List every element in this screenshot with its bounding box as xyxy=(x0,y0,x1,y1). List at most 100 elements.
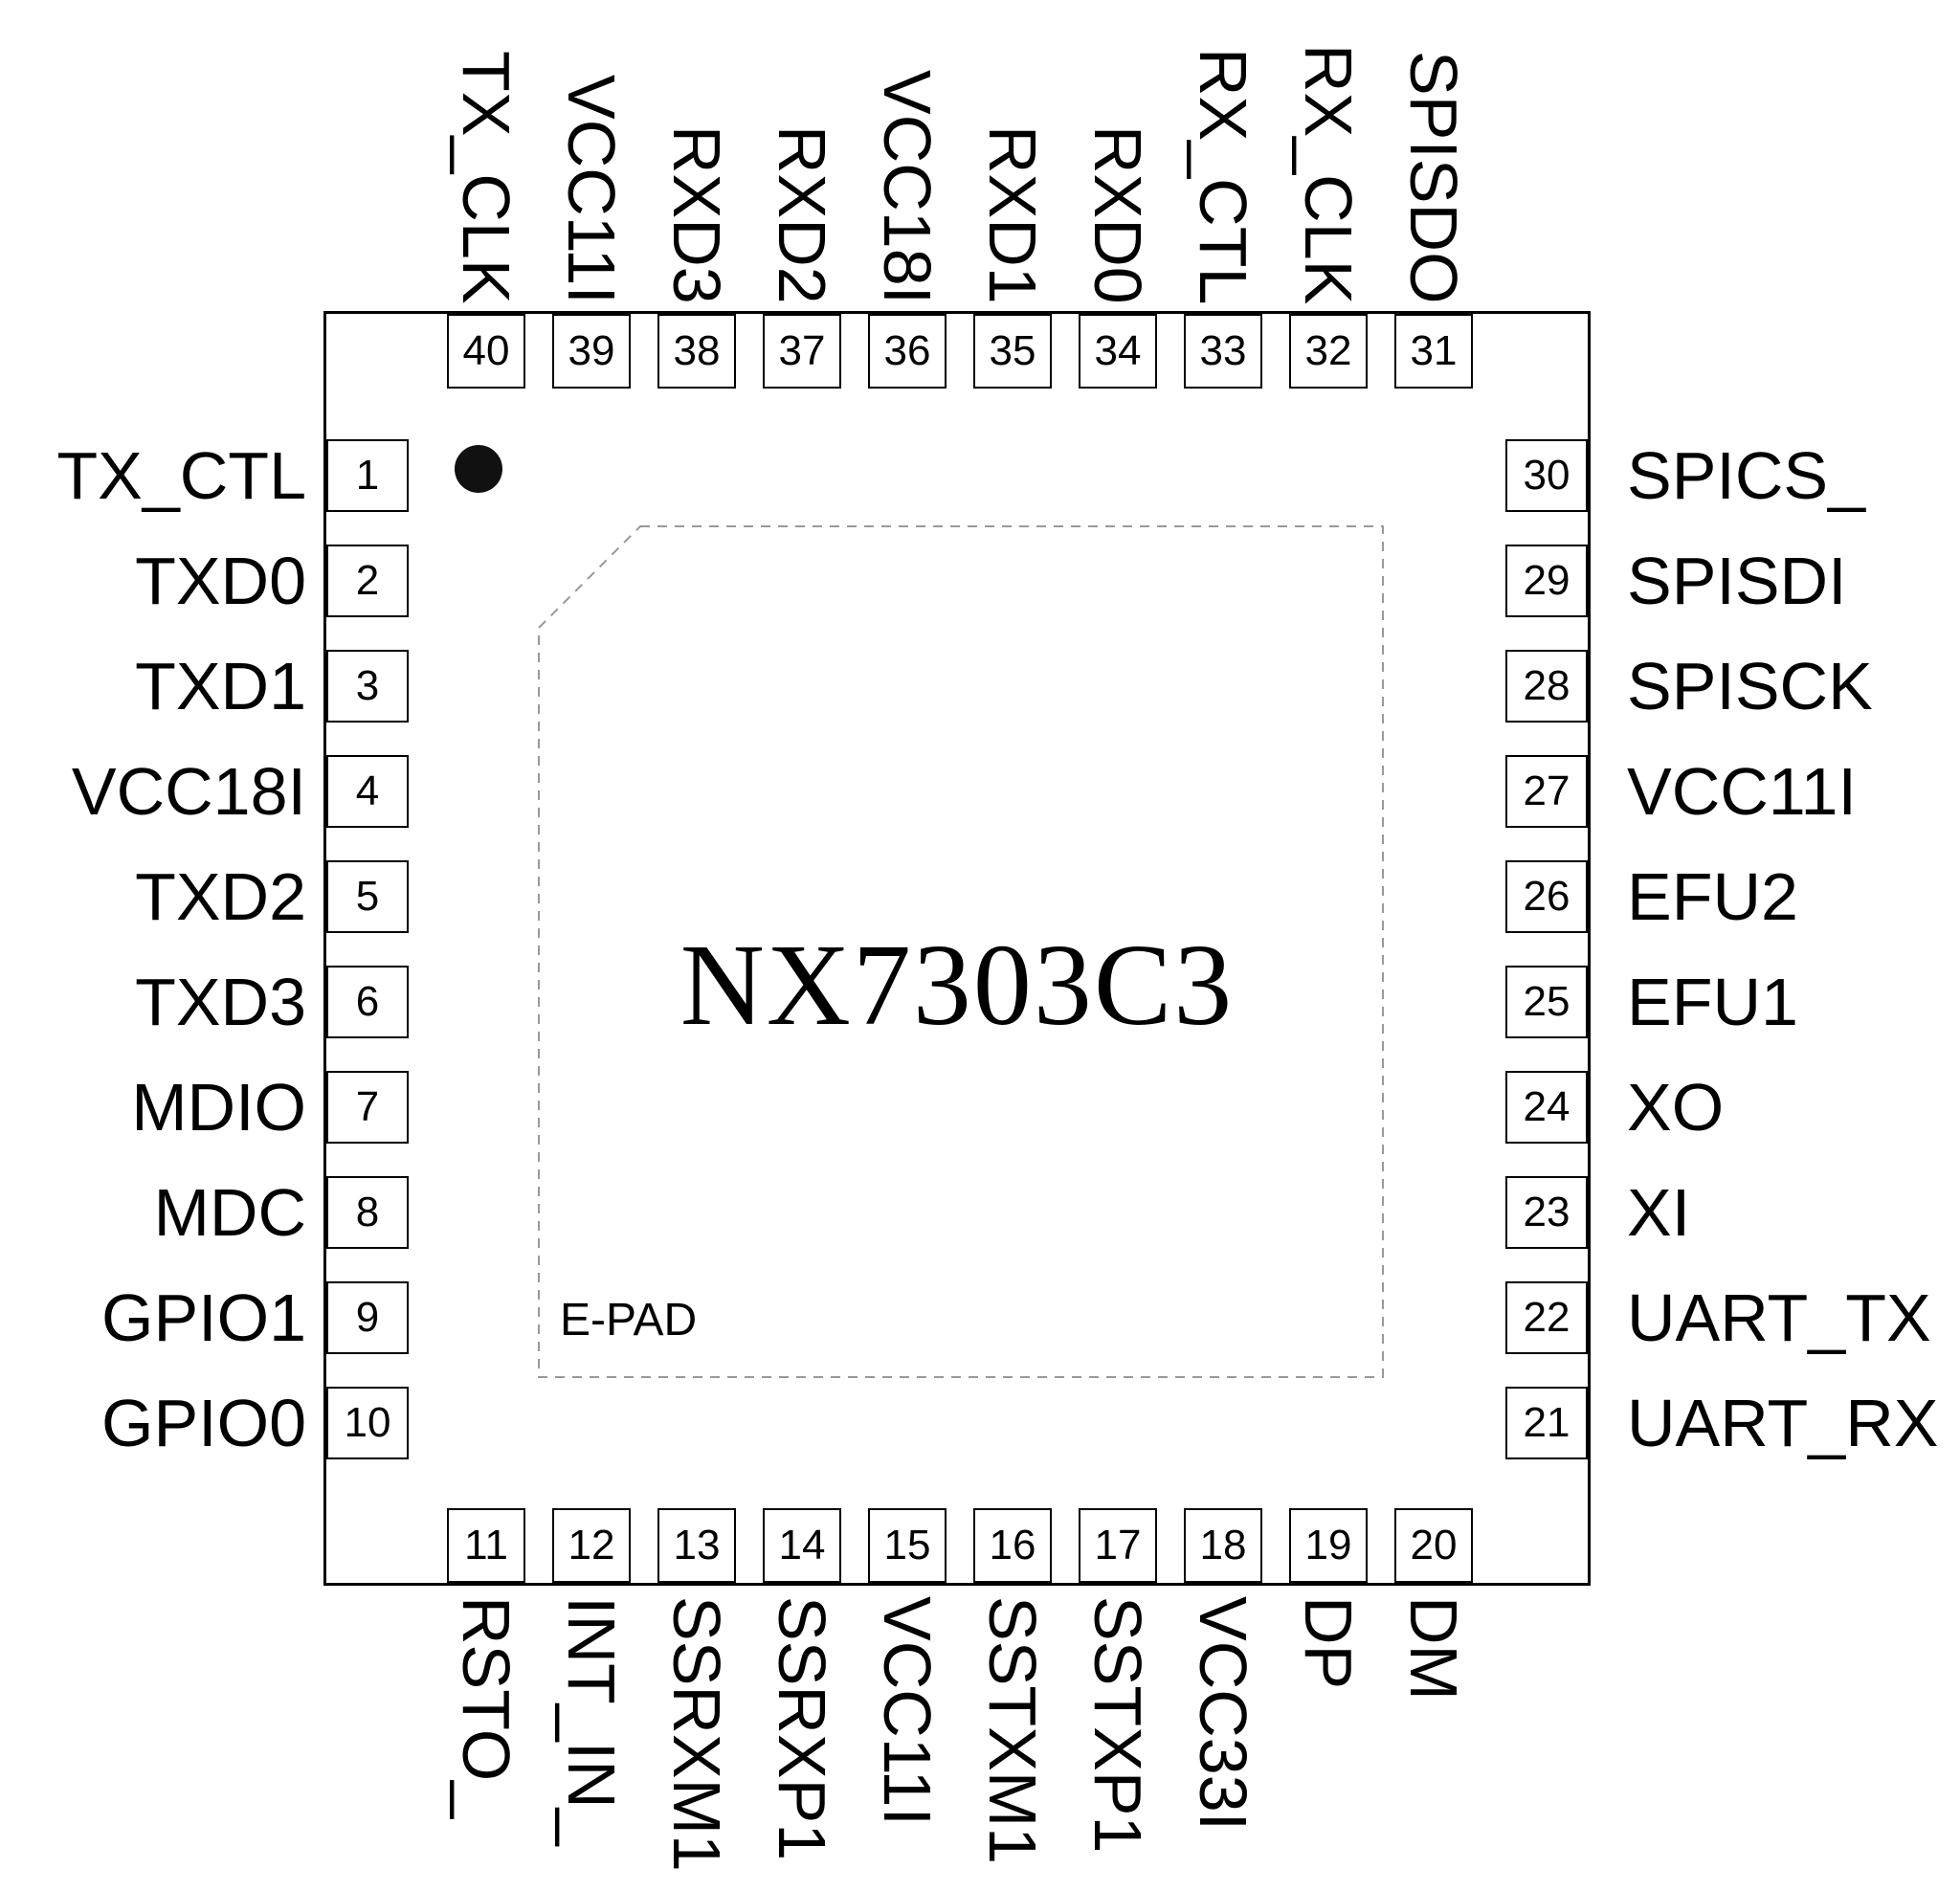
pin-20-box: 20 xyxy=(1394,1508,1473,1583)
pin-23-box: 23 xyxy=(1505,1176,1588,1249)
pin-7-label-mdio: MDIO xyxy=(131,1070,306,1145)
pin-18-label-vcc33i: VCC33I xyxy=(1186,1596,1260,1832)
pin-27-box: 27 xyxy=(1505,755,1588,828)
pin-11-box: 11 xyxy=(447,1508,525,1583)
pin-3-label-txd1: TXD1 xyxy=(135,649,306,723)
pin-38-label-rxd3: RXD3 xyxy=(659,125,734,304)
pin-15-label-column: VCC11I xyxy=(863,1596,951,1891)
pin-18-box: 18 xyxy=(1184,1508,1262,1583)
pin-31-box: 31 xyxy=(1394,314,1473,389)
pin-37-label-column: RXD2 xyxy=(758,0,846,304)
pin-3-box: 3 xyxy=(326,650,409,723)
pin-40-box: 40 xyxy=(447,314,525,389)
pin-26-box: 26 xyxy=(1505,860,1588,933)
pin-33-label-rx-ctl: RX_CTL xyxy=(1186,47,1260,304)
pin-19-box: 19 xyxy=(1289,1508,1368,1583)
pin-8-box: 8 xyxy=(326,1176,409,1249)
pin-35-box: 35 xyxy=(973,314,1052,389)
pin-14-label-column: SSRXP1 xyxy=(758,1596,846,1891)
pin-33-box: 33 xyxy=(1184,314,1262,389)
pin-18-label-column: VCC33I xyxy=(1179,1596,1267,1891)
pin-24-label-xo: XO xyxy=(1627,1070,1725,1145)
pin-27-label-vcc11i: VCC11I xyxy=(1627,754,1857,829)
pin-17-label-sstxp1: SSTXP1 xyxy=(1080,1596,1155,1854)
pin-12-label-int-in: INT_IN_ xyxy=(554,1596,629,1846)
pin-22-label-uart-tx: UART_TX xyxy=(1627,1280,1931,1355)
pin-34-box: 34 xyxy=(1079,314,1157,389)
pin-28-label-spisck: SPISCK xyxy=(1627,649,1873,723)
pin-32-label-column: RX_CLK xyxy=(1284,0,1372,304)
pin-12-box: 12 xyxy=(552,1508,631,1583)
pin-6-box: 6 xyxy=(326,966,409,1038)
pin-15-box: 15 xyxy=(868,1508,947,1583)
pin-37-box: 37 xyxy=(763,314,841,389)
pin-36-label-vcc18i: VCC18I xyxy=(870,69,945,304)
pin-25-box: 25 xyxy=(1505,966,1588,1038)
pin-9-box: 9 xyxy=(326,1281,409,1354)
pin-30-box: 30 xyxy=(1505,439,1588,512)
chip-part-number: NX7303C3 xyxy=(679,921,1235,1050)
pin-22-box: 22 xyxy=(1505,1281,1588,1354)
pin-13-label-column: SSRXM1 xyxy=(653,1596,741,1891)
pin-8-label-mdc: MDC xyxy=(153,1175,306,1250)
pin-7-box: 7 xyxy=(326,1071,409,1144)
pin-16-label-sstxm1: SSTXM1 xyxy=(975,1596,1050,1865)
pin-5-label-txd2: TXD2 xyxy=(135,859,306,934)
pin1-indicator-dot xyxy=(455,445,502,493)
pin-28-box: 28 xyxy=(1505,650,1588,723)
pin-19-label-dp: DP xyxy=(1291,1596,1366,1690)
pin-24-box: 24 xyxy=(1505,1071,1588,1144)
pin-39-label-column: VCC11I xyxy=(547,0,635,304)
pin-16-label-column: SSTXM1 xyxy=(969,1596,1057,1891)
pin-39-label-vcc11i: VCC11I xyxy=(554,75,629,304)
pin-10-box: 10 xyxy=(326,1387,409,1459)
pin-2-box: 2 xyxy=(326,545,409,617)
pin-38-label-column: RXD3 xyxy=(653,0,741,304)
pin-6-label-txd3: TXD3 xyxy=(135,965,306,1039)
pin-1-label-tx-ctl: TX_CTL xyxy=(56,438,306,513)
pin-14-box: 14 xyxy=(763,1508,841,1583)
pin-13-label-ssrxm1: SSRXM1 xyxy=(659,1596,734,1872)
chip-body xyxy=(323,311,1591,1586)
pin-20-label-dm: DM xyxy=(1396,1596,1471,1701)
pin-9-label-gpio1: GPIO1 xyxy=(101,1280,306,1355)
pin-34-label-rxd0: RXD0 xyxy=(1080,125,1155,304)
pin-4-box: 4 xyxy=(326,755,409,828)
pin-39-box: 39 xyxy=(552,314,631,389)
pin-25-label-efu1: EFU1 xyxy=(1627,965,1798,1039)
pin-5-box: 5 xyxy=(326,860,409,933)
pin-17-label-column: SSTXP1 xyxy=(1074,1596,1162,1891)
pin-32-box: 32 xyxy=(1289,314,1368,389)
pin-12-label-column: INT_IN_ xyxy=(547,1596,635,1891)
pin-36-box: 36 xyxy=(868,314,947,389)
pin-1-box: 1 xyxy=(326,439,409,512)
pin-16-box: 16 xyxy=(973,1508,1052,1583)
pin-4-label-vcc18i: VCC18I xyxy=(71,754,306,829)
pin-37-label-rxd2: RXD2 xyxy=(765,125,839,304)
pin-21-label-uart-rx: UART_RX xyxy=(1627,1386,1939,1460)
pin-17-box: 17 xyxy=(1079,1508,1157,1583)
pin-40-label-column: TX_CLK xyxy=(442,0,530,304)
pin-10-label-gpio0: GPIO0 xyxy=(101,1386,306,1460)
pin-14-label-ssrxp1: SSRXP1 xyxy=(765,1596,839,1861)
pin-11-label-rsto: RSTO_ xyxy=(449,1596,523,1819)
pin-29-box: 29 xyxy=(1505,545,1588,617)
pin-34-label-column: RXD0 xyxy=(1074,0,1162,304)
epad-dashed-outline xyxy=(538,525,1384,1378)
pin-15-label-vcc11i: VCC11I xyxy=(870,1596,945,1826)
pin-38-box: 38 xyxy=(657,314,736,389)
pin-36-label-column: VCC18I xyxy=(863,0,951,304)
pin-35-label-rxd1: RXD1 xyxy=(975,125,1050,304)
pin-31-label-column: SPISDO xyxy=(1390,0,1478,304)
pin-29-label-spisdi: SPISDI xyxy=(1627,544,1847,618)
pin-40-label-tx-clk: TX_CLK xyxy=(449,51,523,304)
pin-31-label-spisdo: SPISDO xyxy=(1396,51,1471,304)
pin-19-label-column: DP xyxy=(1284,1596,1372,1891)
pin-35-label-column: RXD1 xyxy=(969,0,1057,304)
pin-26-label-efu2: EFU2 xyxy=(1627,859,1798,934)
pin-23-label-xi: XI xyxy=(1627,1175,1691,1250)
pin-30-label-spics: SPICS_ xyxy=(1627,438,1865,513)
pin-11-label-column: RSTO_ xyxy=(442,1596,530,1891)
